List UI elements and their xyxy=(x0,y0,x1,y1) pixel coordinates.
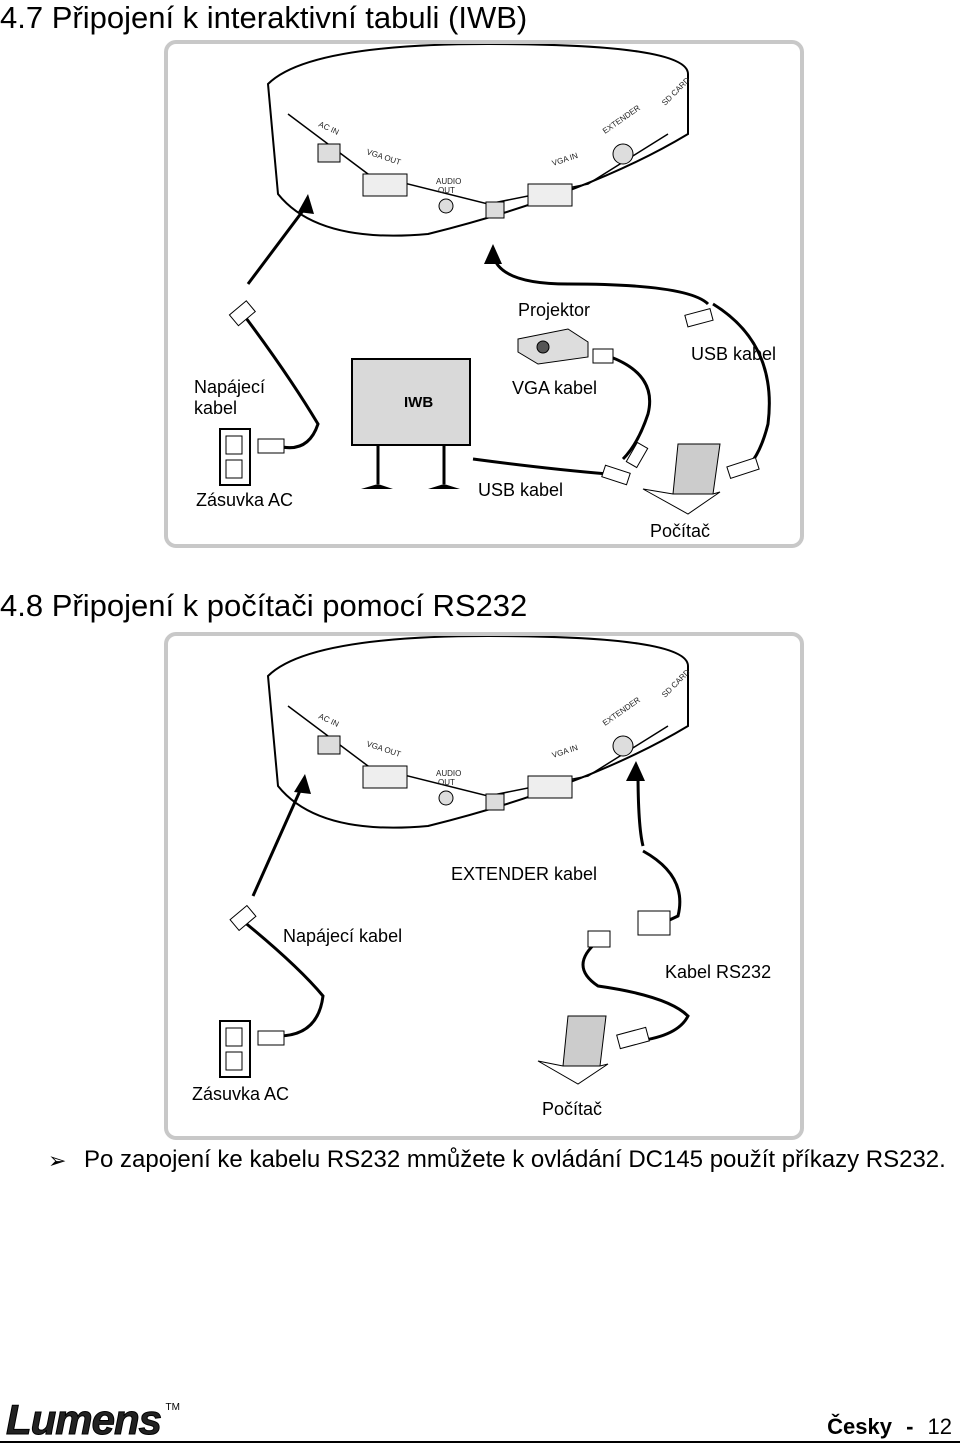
label-usb-cable-top: USB kabel xyxy=(691,344,777,364)
laptop-icon xyxy=(562,1015,607,1067)
port-out: OUT xyxy=(438,778,455,787)
section-rs232-title: 4.8 Připojení k počítači pomocí RS232 xyxy=(0,588,528,623)
usb-arrow xyxy=(491,253,710,306)
rs232-diagram-panel: AC IN VGA OUT AUDIO OUT VGA IN EXTENDER … xyxy=(164,632,804,1140)
port-out: OUT xyxy=(438,186,455,195)
footer-rule xyxy=(0,1441,960,1443)
label-rs232-cable: Kabel RS232 xyxy=(665,962,772,982)
port-audio: AUDIO xyxy=(436,769,461,778)
label-outlet: Zásuvka AC xyxy=(196,490,294,510)
footer-page-number: 12 xyxy=(927,1414,952,1439)
power-arrow xyxy=(251,783,305,897)
svg-text:AUDIO: AUDIO xyxy=(436,177,461,186)
projector-icon xyxy=(517,328,589,365)
footer-dash: - xyxy=(906,1414,914,1439)
bullet-arrow-icon: ➢ xyxy=(48,1148,67,1173)
svg-text:OUT: OUT xyxy=(438,778,455,787)
label-computer: Počítač xyxy=(650,521,711,541)
extender-arrow xyxy=(636,770,645,847)
power-arrow xyxy=(246,203,310,285)
camera-base xyxy=(266,636,689,829)
note-text: Po zapojení ke kabelu RS232 mmůžete k ov… xyxy=(84,1146,946,1173)
label-power-cable: Napájecí kabel xyxy=(194,377,266,418)
logo-tm: TM xyxy=(165,1402,180,1413)
lumens-logo: Lumens TM xyxy=(5,1396,180,1444)
iwb-diagram-panel: AC IN VGA OUT AUDIO OUT VGA IN EXTENDER … xyxy=(164,40,804,548)
camera-base xyxy=(266,44,689,237)
page-number-block: Česky - 12 xyxy=(827,1414,952,1440)
label-iwb: IWB xyxy=(404,394,434,411)
label-power-cable: Napájecí kabel xyxy=(283,926,403,946)
rs232-diagram: AC IN VGA OUT AUDIO OUT VGA IN EXTENDER … xyxy=(219,636,692,1085)
svg-text:AUDIO: AUDIO xyxy=(436,769,461,778)
footer-language: Česky xyxy=(827,1414,892,1439)
label-vga-cable: VGA kabel xyxy=(512,378,598,398)
label-usb-cable-bottom: USB kabel xyxy=(478,480,564,500)
label-projector: Projektor xyxy=(518,300,591,320)
svg-text:OUT: OUT xyxy=(438,186,455,195)
laptop-icon xyxy=(672,443,721,495)
label-outlet: Zásuvka AC xyxy=(192,1084,290,1104)
section-iwb-title: 4.7 Připojení k interaktivní tabuli (IWB… xyxy=(0,0,528,35)
logo-text: Lumens xyxy=(5,1396,162,1444)
power-plug-top xyxy=(228,300,256,327)
iwb-board xyxy=(351,358,471,446)
iwb-diagram: AC IN VGA OUT AUDIO OUT VGA IN EXTENDER … xyxy=(219,44,771,515)
label-computer: Počítač xyxy=(542,1099,603,1119)
port-audio: AUDIO xyxy=(436,177,461,186)
label-extender-cable: EXTENDER kabel xyxy=(451,864,598,884)
